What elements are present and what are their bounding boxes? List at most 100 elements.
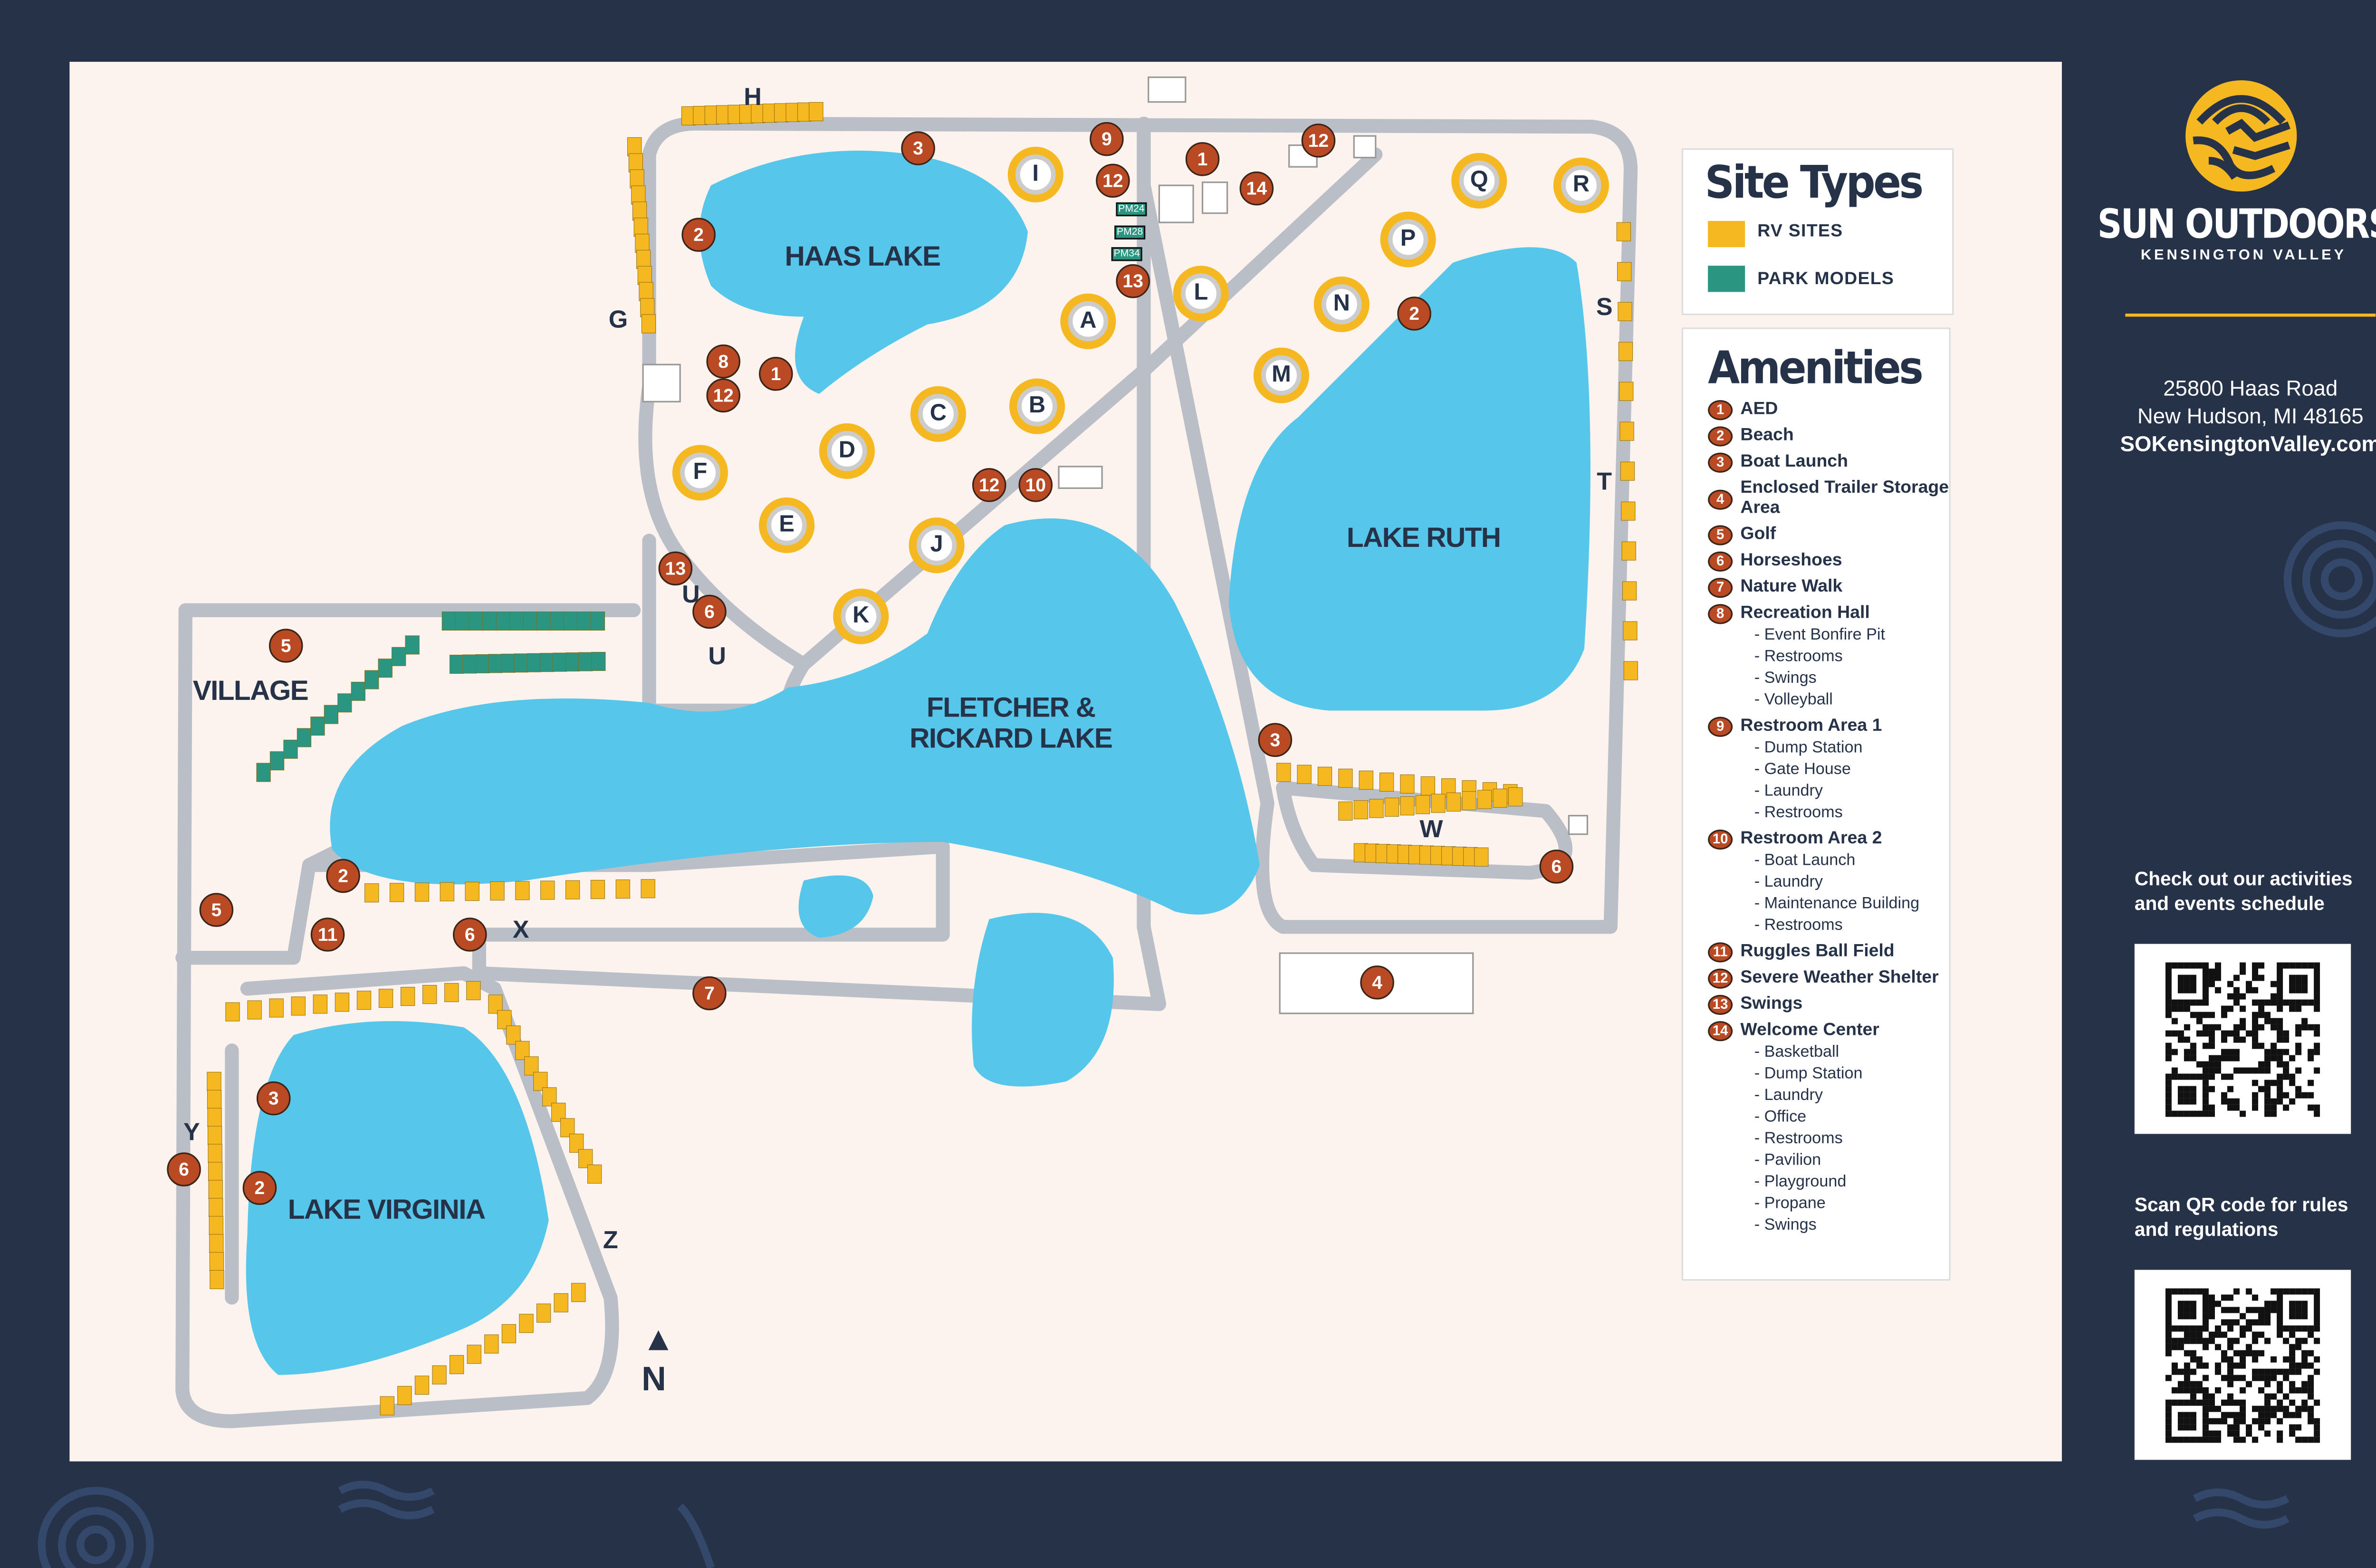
amenity-marker[interactable]: 3 <box>256 1081 291 1116</box>
amenity-marker[interactable]: 14 <box>1239 171 1274 206</box>
campsite <box>208 1144 222 1163</box>
campsite <box>1446 792 1461 812</box>
activities-qr-code[interactable] <box>2134 944 2351 1134</box>
amenity-marker[interactable]: 12 <box>1096 163 1130 198</box>
fletcher-rickard-lake-label: FLETCHER &RICKARD LAKE <box>910 692 1113 754</box>
rules-qr-code[interactable] <box>2134 1270 2351 1460</box>
amenity-sub-item: - Playground <box>1754 1172 1847 1191</box>
amenity-marker[interactable]: 2 <box>242 1171 277 1205</box>
amenity-marker[interactable]: 6 <box>453 918 487 952</box>
campsite <box>467 1345 481 1364</box>
site-loop-n: N <box>1321 284 1362 325</box>
site-loop-m: M <box>1261 355 1302 396</box>
campsite <box>324 705 338 724</box>
amenity-marker[interactable]: 5 <box>199 893 234 927</box>
campsite <box>269 751 285 771</box>
amenity-number-badge: 5 <box>1708 525 1733 545</box>
amenity-marker[interactable]: 11 <box>310 918 345 952</box>
campsite <box>628 153 643 172</box>
site-loop-f: F <box>680 452 720 493</box>
amenity-marker[interactable]: 4 <box>1360 966 1394 1000</box>
campsite <box>378 659 393 678</box>
amenity-marker[interactable]: 1 <box>759 357 793 391</box>
campsite <box>414 1376 430 1395</box>
campsite <box>482 611 497 631</box>
campsite <box>565 880 580 899</box>
amenity-marker[interactable]: 3 <box>901 131 935 165</box>
campsite <box>208 1162 223 1181</box>
amenity-marker[interactable]: 1 <box>1185 142 1220 176</box>
qr-code-icon <box>2165 962 2320 1117</box>
amenity-marker[interactable]: 8 <box>706 344 740 379</box>
amenity-marker[interactable]: 13 <box>658 551 693 586</box>
amenity-marker[interactable]: 9 <box>1090 122 1124 156</box>
amenity-marker[interactable]: 12 <box>972 468 1006 502</box>
campsite <box>501 653 516 673</box>
campsite <box>514 653 528 673</box>
campsite <box>615 880 630 899</box>
amenity-marker[interactable]: 10 <box>1018 468 1053 502</box>
road-letter: G <box>608 307 628 334</box>
campsite <box>633 218 648 237</box>
amenity-sub-item: - Laundry <box>1754 782 1823 801</box>
qr-code-icon <box>2165 1288 2320 1443</box>
road-letter: W <box>1419 817 1443 844</box>
amenity-marker[interactable]: 2 <box>1397 296 1431 331</box>
amenity-marker[interactable]: 13 <box>1116 264 1150 298</box>
brand-name-text: SUN OUTDOORS <box>2097 202 2376 249</box>
pond-1 <box>798 875 873 938</box>
campsite <box>1384 797 1399 817</box>
amenity-number-badge: 9 <box>1708 717 1733 737</box>
campsite <box>422 985 437 1004</box>
amenity-marker[interactable]: 6 <box>692 594 727 629</box>
campsite <box>380 1396 394 1415</box>
campsite <box>554 1293 568 1312</box>
campsite <box>378 989 393 1008</box>
site-types-legend: Site Types RV SITES PARK MODELS <box>1681 148 1954 316</box>
amenity-marker[interactable]: 7 <box>692 976 727 1011</box>
campsite <box>209 1234 224 1253</box>
north-label: N <box>642 1359 666 1398</box>
amenity-sub-item: - Laundry <box>1754 1086 1823 1105</box>
amenity-marker[interactable]: 6 <box>167 1152 201 1186</box>
rules-promo-text: Scan QR code for rules and regulations <box>2134 1194 2348 1241</box>
campsite <box>631 185 646 205</box>
campsite <box>1353 800 1369 820</box>
road-letter: U <box>708 644 727 671</box>
lake-label-line-2: RICKARD LAKE <box>910 723 1113 754</box>
campsite <box>1400 796 1415 816</box>
campsite <box>809 102 824 121</box>
campsite <box>1623 621 1638 641</box>
amenity-marker[interactable]: 2 <box>681 218 716 252</box>
campsite <box>639 282 653 301</box>
campsite <box>1297 765 1312 784</box>
park-model-site-label: PM34 <box>1111 247 1142 261</box>
site-loop-k: K <box>841 596 881 637</box>
campsite <box>1317 766 1332 786</box>
pond-2 <box>972 913 1114 1087</box>
amenity-number-badge: 2 <box>1708 426 1733 447</box>
amenity-marker[interactable]: 12 <box>1301 124 1336 158</box>
amenity-marker[interactable]: 12 <box>706 378 740 413</box>
amenity-sub-item: - Office <box>1754 1108 1807 1127</box>
amenity-sub-item: - Swings <box>1754 1215 1817 1234</box>
website-link[interactable]: SOKensingtonValley.com <box>2120 431 2376 456</box>
amenity-sub-item: - Basketball <box>1754 1042 1839 1061</box>
campsite <box>469 611 483 631</box>
amenity-marker[interactable]: 6 <box>1539 850 1574 884</box>
campsite <box>563 611 578 631</box>
amenity-marker[interactable]: 2 <box>326 859 360 893</box>
amenity-marker[interactable]: 5 <box>268 629 303 663</box>
campsite <box>578 652 593 671</box>
campsite <box>1420 776 1435 796</box>
campsite <box>552 652 567 672</box>
lake-label-line-1: FLETCHER & <box>926 692 1096 723</box>
amenity-sub-item: - Maintenance Building <box>1754 894 1920 913</box>
campsite <box>465 881 479 901</box>
campsite <box>462 654 477 674</box>
park-models-label: PARK MODELS <box>1757 270 1895 289</box>
amenity-marker[interactable]: 3 <box>1258 723 1293 757</box>
